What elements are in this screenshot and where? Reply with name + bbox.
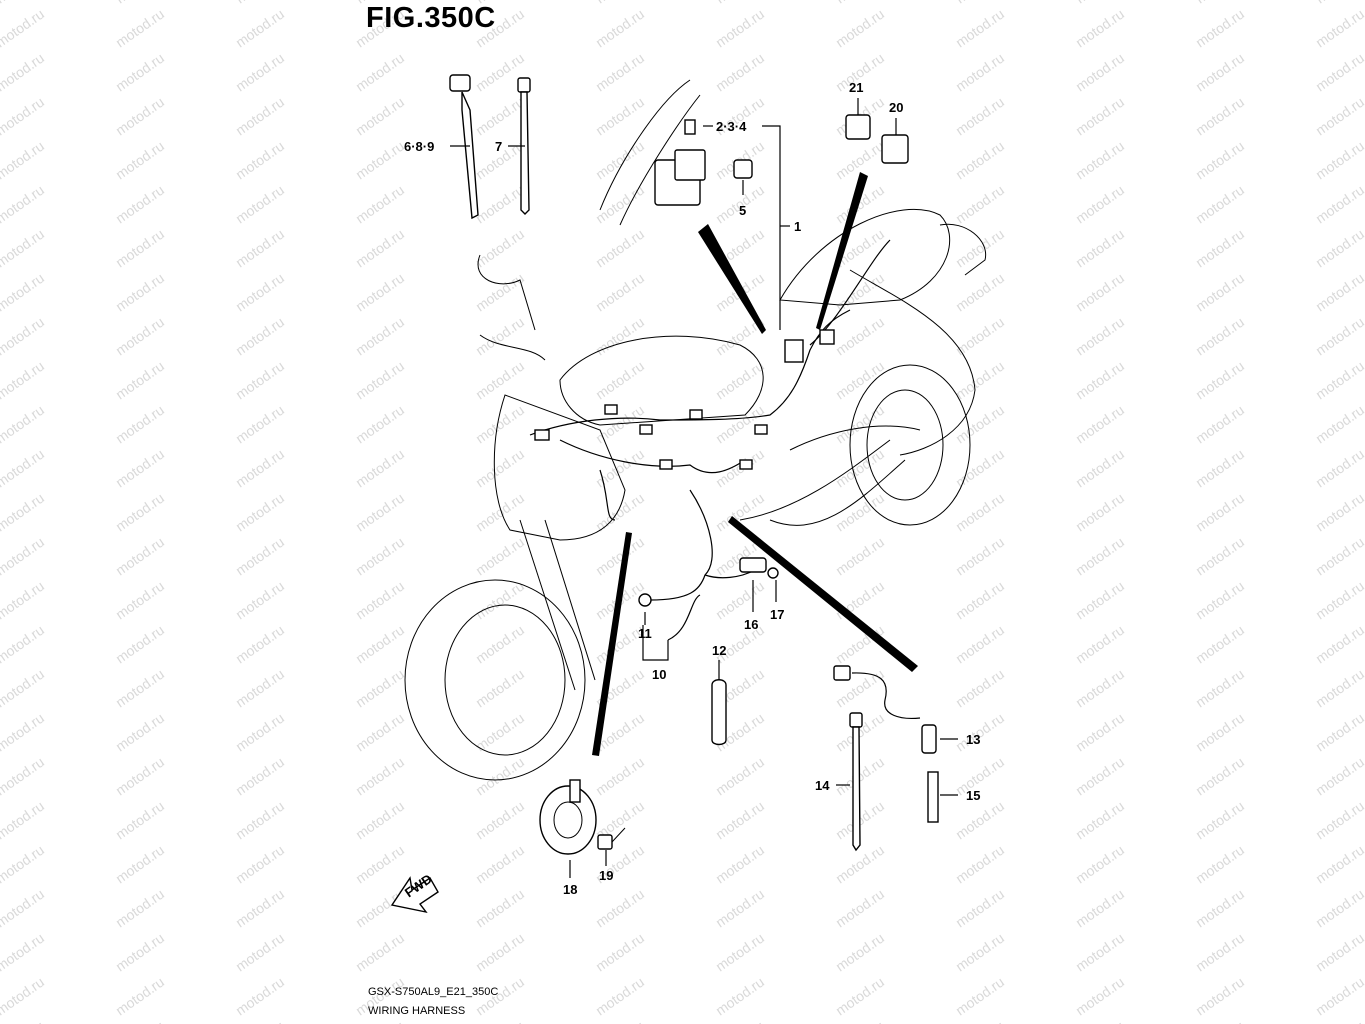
callout-13: 13 (966, 732, 980, 747)
callout-21: 21 (849, 80, 863, 95)
callout-14: 14 (815, 778, 830, 793)
callout-18: 18 (563, 882, 577, 897)
part-7-cable-tie (517, 77, 531, 215)
callout-15: 15 (966, 788, 980, 803)
part-14-cable-tie (849, 712, 863, 852)
callout-10: 10 (652, 667, 666, 682)
callout-12: 12 (712, 643, 726, 658)
part-5-relay-cap (733, 159, 753, 179)
callout-11: 11 (638, 626, 652, 641)
part-6-8-9-clamp (449, 74, 479, 220)
section-name: WIRING HARNESS (368, 1005, 466, 1017)
model-code: GSX-S750AL9_E21_350C (368, 986, 499, 998)
part-20-relay (881, 134, 909, 164)
callout-2-3-4: 2·3·4 (716, 119, 747, 134)
callout-1: 1 (794, 219, 801, 234)
callout-5: 5 (739, 203, 746, 218)
callout-17: 17 (770, 607, 784, 622)
part-12-rubber-cover (711, 679, 727, 746)
pointer-wedges (592, 172, 918, 756)
part-19-bolt (597, 827, 626, 850)
leader-lines (450, 98, 958, 878)
callout-16: 16 (744, 617, 758, 632)
callout-20: 20 (889, 100, 903, 115)
callout-7: 7 (495, 139, 502, 154)
part-13-sensor (833, 665, 937, 754)
fuse-box-assembly (599, 79, 706, 226)
part-18-horn (539, 779, 597, 855)
figure-title: FIG.350C (366, 2, 496, 34)
callout-6-8-9: 6·8·9 (404, 139, 434, 154)
motorcycle-outline (404, 208, 987, 781)
part-15-spring (927, 771, 939, 823)
main-wiring-harness (529, 239, 891, 607)
callout-19: 19 (599, 868, 613, 883)
part-21-relay (845, 114, 871, 140)
forward-direction-arrow: FWD (390, 871, 439, 914)
